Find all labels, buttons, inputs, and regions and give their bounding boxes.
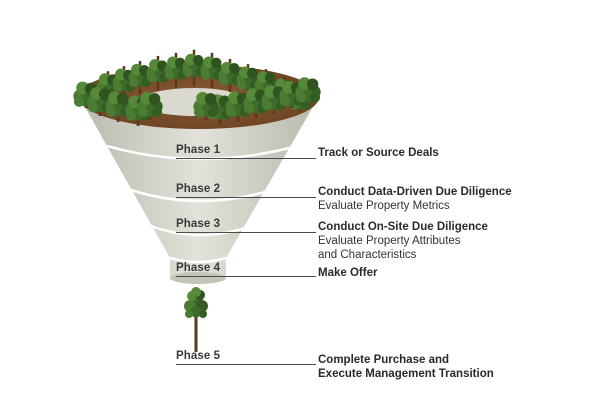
phase-3-title: Conduct On-Site Due Diligence: [318, 221, 488, 233]
tree-icon: [137, 91, 163, 120]
tree-foliage: [190, 306, 202, 318]
phase-4-description: Make Offer: [318, 266, 377, 280]
funnel-spout-bottom: [170, 272, 226, 284]
tree-icon: [295, 77, 321, 103]
tree-icon: [236, 64, 260, 96]
phase-5-title: Complete Purchase and: [318, 354, 450, 366]
phase-5-title-line-2: Execute Management Transition: [318, 368, 494, 380]
phase-3-subtitle: Evaluate Property Attributes: [318, 235, 461, 247]
phase-1-label: Phase 1: [176, 144, 221, 156]
phase-3-subtitle: and Characteristics: [318, 249, 417, 261]
phase-1-title: Track or Source Deals: [318, 147, 439, 159]
tree-foliage: [191, 287, 201, 297]
funnel-divider-4: [169, 256, 227, 264]
tree-foliage: [185, 310, 193, 318]
phase-4-title: Make Offer: [318, 267, 378, 279]
tree-icon: [182, 49, 206, 86]
phase-3-label: Phase 3: [176, 218, 221, 230]
funnel-divider-1: [106, 144, 298, 161]
funnel-divider-2: [130, 188, 273, 203]
phase-2-title: Conduct Data-Driven Due Diligence: [318, 186, 512, 198]
tree-icon: [146, 55, 170, 90]
funnel-body: [80, 98, 318, 282]
phase-3-leader-line: [176, 232, 316, 233]
phase-1-leader-line: [176, 158, 316, 159]
phase-4-leader-line: [176, 276, 316, 277]
tree-icon: [243, 88, 269, 118]
phase-5-leader-line: [176, 364, 316, 365]
phase-1-description: Track or Source Deals: [318, 146, 439, 160]
tree-icon: [193, 91, 219, 120]
forest-canopy-icon: [73, 49, 321, 126]
tree-icon: [105, 91, 131, 122]
phase-2-leader-line: [176, 197, 316, 198]
tree-trunk: [194, 298, 198, 352]
tree-foliage: [199, 310, 207, 318]
single-tree-icon: [184, 287, 208, 352]
phase-2-label: Phase 2: [176, 183, 221, 195]
phase-4-label: Phase 4: [176, 262, 221, 274]
tree-icon: [73, 81, 99, 108]
tree-icon: [218, 59, 242, 92]
funnel-divider-3: [150, 224, 252, 237]
phase-5-label: Phase 5: [176, 350, 221, 362]
phase-2-subtitle: Evaluate Property Metrics: [318, 200, 450, 212]
